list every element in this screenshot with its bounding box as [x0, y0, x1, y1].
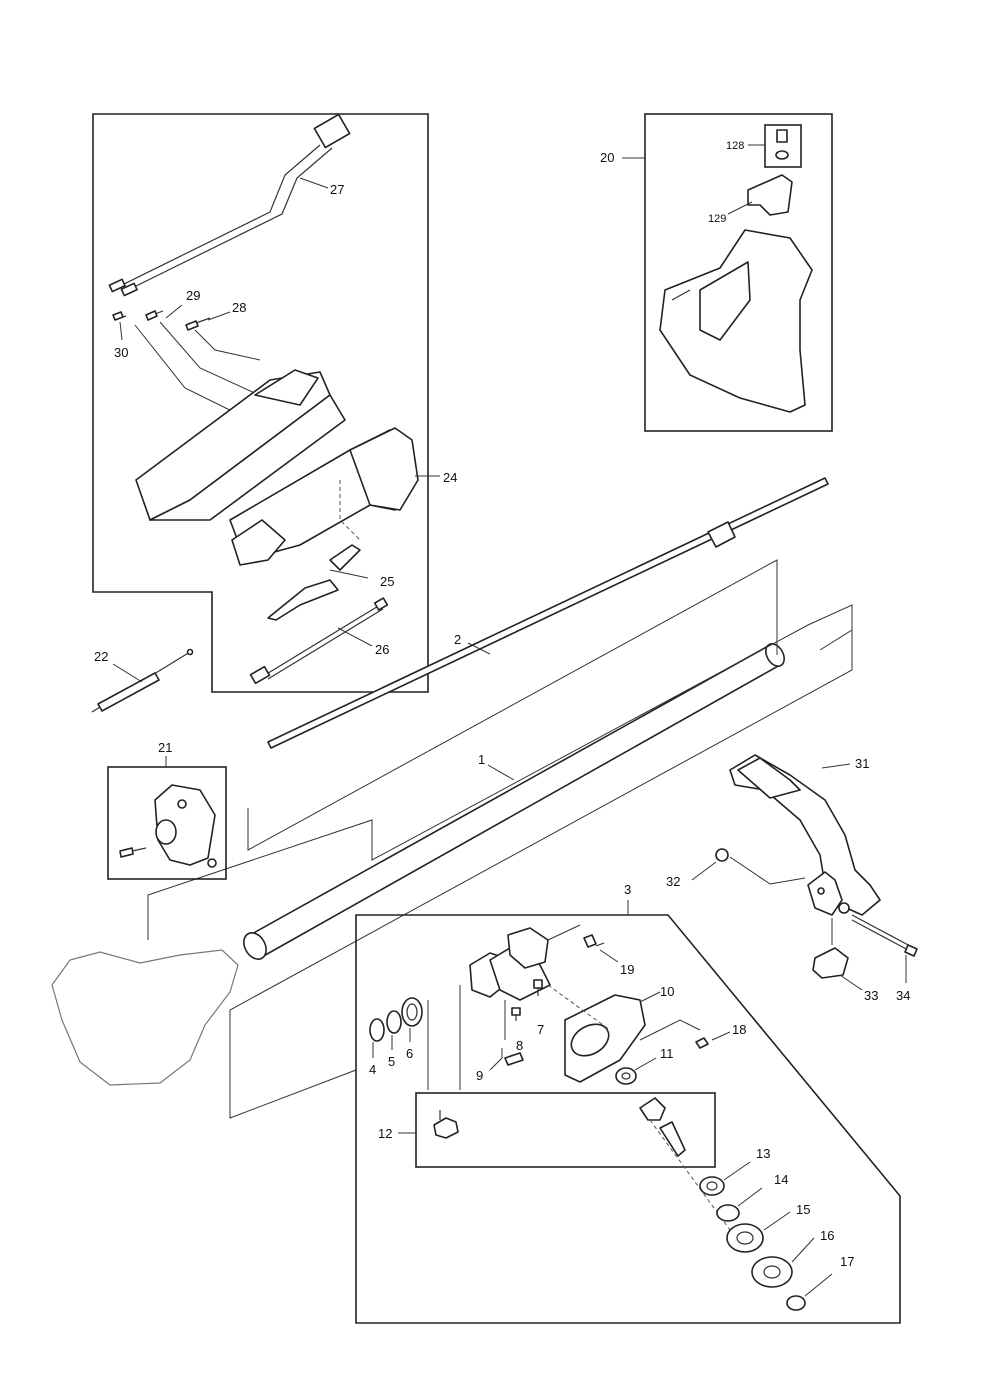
screw-28-part: [185, 317, 211, 331]
alignment-line-lower: [147, 604, 853, 1119]
callout-4: 4: [369, 1062, 376, 1077]
screw-18-part: [695, 1037, 709, 1049]
cable-tie-part: [249, 597, 389, 685]
guard-assembly-box: [644, 113, 833, 432]
handle-assembly-box: [92, 113, 429, 693]
alignment-line-upper: [247, 559, 778, 851]
clamp-box: [107, 766, 227, 880]
callout-9: 9: [476, 1068, 483, 1083]
callout-128: 128: [726, 140, 744, 152]
callout-6: 6: [406, 1046, 413, 1061]
ring-5-part: [386, 1010, 402, 1034]
engine-outline: [51, 949, 239, 1086]
callout-21: 21: [158, 740, 172, 755]
callout-129: 129: [708, 213, 726, 225]
callout-24: 24: [443, 470, 457, 485]
clamp-33-part: [812, 947, 849, 979]
bearing-13-part: [699, 1176, 725, 1196]
shaft-tube-part: [243, 643, 785, 960]
guard-bracket-part: [747, 174, 793, 216]
callout-7: 7: [537, 1022, 544, 1037]
drive-shaft-part: [267, 477, 829, 749]
bolt-128-part: [775, 129, 789, 160]
holder-15-part: [726, 1223, 764, 1253]
nut-32-part: [715, 848, 729, 862]
bolt-34-part: [851, 914, 918, 957]
callout-17: 17: [840, 1254, 854, 1269]
callout-34: 34: [896, 988, 910, 1003]
callout-27: 27: [330, 182, 344, 197]
clamp-part: [119, 784, 217, 868]
pinion-gear-part: [433, 1110, 459, 1139]
callout-11: 11: [660, 1046, 674, 1061]
screw-19-part: [583, 934, 605, 948]
bearing-11-part: [615, 1067, 637, 1085]
guard-part: [659, 229, 813, 413]
screw-8-part: [511, 1007, 521, 1021]
callout-25: 25: [380, 574, 394, 589]
callout-20: 20: [600, 150, 614, 165]
callout-30: 30: [114, 345, 128, 360]
gear-cover-part: [564, 994, 646, 1083]
gear-set-box: [415, 1092, 716, 1168]
callout-8: 8: [516, 1038, 523, 1053]
callout-10: 10: [660, 984, 674, 999]
callout-16: 16: [820, 1228, 834, 1243]
callout-29: 29: [186, 288, 200, 303]
gear-head-box: [355, 914, 901, 1324]
circlip-14-part: [716, 1204, 740, 1222]
callout-15: 15: [796, 1202, 810, 1217]
callout-18: 18: [732, 1022, 746, 1037]
callout-14: 14: [774, 1172, 788, 1187]
washer-16-part: [751, 1256, 793, 1288]
callout-22: 22: [94, 649, 108, 664]
screw-29-part: [145, 310, 164, 321]
callout-32: 32: [666, 874, 680, 889]
screw-30-part: [112, 311, 127, 321]
screw-9-part: [504, 1052, 524, 1066]
screw-7-part: [533, 979, 543, 996]
callout-12: 12: [378, 1126, 392, 1141]
bearing-6-part: [401, 997, 423, 1027]
handle-housing-part: [135, 369, 419, 621]
callout-33: 33: [864, 988, 878, 1003]
callout-28: 28: [232, 300, 246, 315]
callout-19: 19: [620, 962, 634, 977]
bolt-washer-box: [764, 124, 802, 168]
nut-17-part: [786, 1295, 806, 1311]
callout-13: 13: [756, 1146, 770, 1161]
callout-31: 31: [855, 756, 869, 771]
wire-harness-part: [108, 113, 351, 297]
callout-3: 3: [624, 882, 631, 897]
callout-2: 2: [454, 632, 461, 647]
throttle-cable-part: [91, 648, 194, 713]
spindle-part: [639, 1097, 686, 1157]
callout-1: 1: [478, 752, 485, 767]
callout-26: 26: [375, 642, 389, 657]
callout-5: 5: [388, 1054, 395, 1069]
circlip-4-part: [369, 1018, 385, 1042]
loop-handle-part: [729, 754, 881, 916]
